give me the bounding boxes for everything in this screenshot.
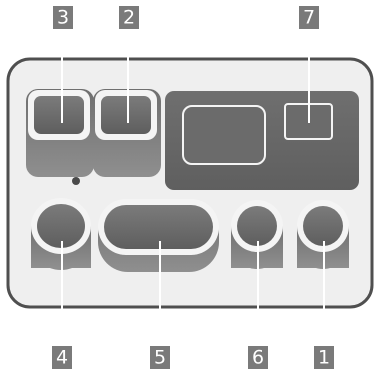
callout-label-one: 1: [312, 344, 336, 371]
key-three[interactable]: [26, 89, 94, 177]
callout-label-seven: 7: [297, 4, 321, 31]
svg-text:4: 4: [56, 347, 68, 369]
svg-text:3: 3: [57, 7, 69, 29]
callout-label-five: 5: [148, 344, 172, 371]
callout-label-six: 6: [246, 344, 270, 371]
svg-text:1: 1: [318, 347, 330, 369]
svg-text:6: 6: [252, 347, 264, 369]
callout-label-three: 3: [51, 4, 75, 31]
display-window-main: [182, 105, 266, 165]
indicator-dot: [72, 177, 80, 185]
callout-label-four: 4: [50, 344, 74, 371]
callout-label-two: 2: [117, 4, 141, 31]
svg-text:5: 5: [154, 347, 166, 369]
svg-text:7: 7: [303, 7, 315, 29]
knob-four[interactable]: [31, 198, 91, 270]
svg-text:2: 2: [123, 7, 135, 29]
center-button-five[interactable]: [98, 199, 219, 272]
key-two[interactable]: [93, 89, 161, 177]
